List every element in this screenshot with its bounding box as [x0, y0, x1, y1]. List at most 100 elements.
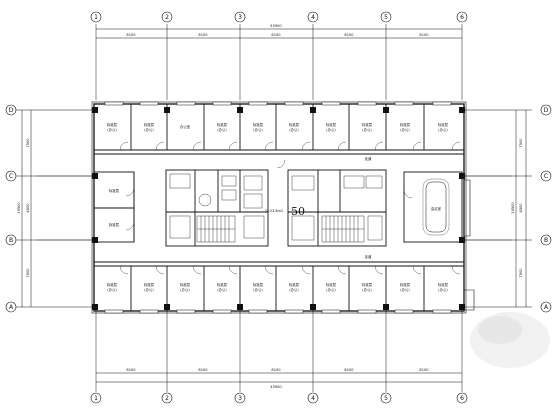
right-axis-b: B [544, 237, 548, 244]
top-axis-3: 3 [238, 14, 242, 21]
right-span-1: 7500 [519, 138, 523, 148]
left-span-2: 4500 [26, 203, 30, 213]
core-area-note: S=23.8m2 [265, 209, 283, 213]
lower-room-7-sublabel: (办公) [326, 287, 336, 292]
right-span-3: 7500 [519, 268, 523, 278]
axis-grid-lines [36, 175, 512, 241]
meeting-table [422, 178, 450, 236]
lower-room-6-label: 标准层 [289, 282, 300, 287]
bottom-axis-4: 4 [311, 395, 315, 402]
left-axis-a: A [9, 304, 14, 311]
building-outline [91, 101, 467, 314]
right-overall-dimension: 19500 [511, 202, 515, 214]
right-core-room-label: 会议室 [431, 206, 442, 211]
bottom-overall-dimension: 45900 [270, 385, 282, 389]
left-axis-b: B [9, 237, 13, 244]
right-axis-bubbles [540, 104, 552, 313]
left-span-3: 7500 [26, 268, 30, 278]
upper-room-1-label: 标准层 [107, 122, 118, 127]
upper-room-6-label: 标准层 [289, 122, 300, 127]
left-axis-d: D [9, 107, 14, 114]
lower-corridor-label: 走道 [365, 254, 372, 259]
stair-right [321, 215, 365, 243]
top-span-3: 8100 [271, 33, 281, 37]
upper-room-6-sublabel: (办公) [289, 127, 299, 132]
right-axis-c: C [544, 173, 548, 180]
upper-room-7-sublabel: (办公) [326, 127, 336, 132]
lower-room-8-label: 标准层 [362, 282, 373, 287]
lower-room-1-label: 标准层 [107, 282, 118, 287]
lower-room-4-label: 标准层 [217, 282, 228, 287]
core-walls [93, 169, 463, 247]
stair-left [196, 215, 236, 243]
lower-room-5-label: 标准层 [253, 282, 264, 287]
upper-room-labels: 标准层 (办公) 标准层 (办公) 办公室 标准层 (办公) 标准层 (办公) … [107, 122, 449, 132]
bottom-axis-bubbles [90, 392, 468, 404]
upper-room-4-sublabel: (办公) [217, 127, 227, 132]
left-core-room-2-label: 标准层 [109, 222, 120, 227]
bottom-axis-6: 6 [460, 395, 464, 402]
upper-windows [104, 101, 452, 106]
bottom-span-3: 8100 [271, 368, 281, 372]
upper-room-9-label: 标准层 [400, 122, 411, 127]
top-dimension-lines [95, 24, 463, 100]
right-axis-a: A [544, 304, 549, 311]
lower-room-10-label: 标准层 [438, 282, 449, 287]
lower-room-9-label: 标准层 [400, 282, 411, 287]
right-span-2: 4500 [519, 203, 523, 213]
top-overall-dimension: 45900 [270, 24, 282, 28]
upper-room-3-label: 办公室 [180, 124, 191, 129]
lower-room-9-sublabel: (办公) [400, 287, 410, 292]
upper-room-8-sublabel: (办公) [362, 127, 372, 132]
upper-room-5-label: 标准层 [253, 122, 264, 127]
lower-room-walls [94, 261, 464, 311]
bottom-axis-5: 5 [384, 395, 388, 402]
left-overall-dimension: 19500 [17, 202, 21, 214]
upper-room-10-label: 标准层 [438, 122, 449, 127]
upper-corridor-label: 走道 [365, 156, 372, 161]
left-core-room-1-label: 标准层 [109, 188, 120, 193]
lower-room-1-sublabel: (办公) [107, 287, 117, 292]
lower-door-swings [119, 265, 461, 275]
top-axis-bubbles [90, 11, 468, 23]
toilet-fixtures [169, 173, 383, 241]
upper-room-8-label: 标准层 [362, 122, 373, 127]
bottom-axis-1: 1 [94, 395, 98, 402]
top-span-5: 8100 [419, 33, 429, 37]
top-axis-2: 2 [165, 14, 169, 21]
bottom-dimension-lines [95, 310, 463, 392]
lower-windows [104, 309, 452, 314]
top-span-4: 8100 [344, 33, 354, 37]
lower-room-5-sublabel: (办公) [253, 287, 263, 292]
corridor-doors [125, 159, 413, 231]
bottom-axis-2: 2 [165, 395, 169, 402]
upper-room-9-sublabel: (办公) [400, 127, 410, 132]
upper-room-1-sublabel: (办公) [107, 127, 117, 132]
bottom-span-5: 8100 [419, 368, 429, 372]
lower-room-labels: 标准层 (办公) 标准层 (办公) 标准层 (办公) 标准层 (办公) 标准层 … [107, 282, 449, 292]
top-axis-6: 6 [460, 14, 464, 21]
upper-room-10-sublabel: (办公) [438, 127, 448, 132]
upper-room-4-label: 标准层 [217, 122, 228, 127]
bottom-axis-3: 3 [238, 395, 242, 402]
top-axis-1: 1 [94, 14, 98, 21]
top-axis-4: 4 [311, 14, 315, 21]
top-span-1: 8100 [126, 33, 136, 37]
lower-room-4-sublabel: (办公) [217, 287, 227, 292]
upper-room-7-label: 标准层 [326, 122, 337, 127]
top-axis-5: 5 [384, 14, 388, 21]
left-axis-c: C [9, 173, 13, 180]
upper-room-2-label: 标准层 [144, 122, 155, 127]
lower-room-3-label: 标准层 [180, 282, 191, 287]
stair-number: 50 [291, 205, 305, 218]
lower-room-6-sublabel: (办公) [289, 287, 299, 292]
watermark-smudge [470, 312, 550, 368]
right-axis-d: D [544, 107, 549, 114]
top-span-2: 8100 [198, 33, 208, 37]
upper-room-walls [94, 104, 464, 155]
upper-room-5-sublabel: (办公) [253, 127, 263, 132]
lower-room-2-label: 标准层 [144, 282, 155, 287]
left-span-1: 7500 [26, 138, 30, 148]
lower-room-8-sublabel: (办公) [362, 287, 372, 292]
